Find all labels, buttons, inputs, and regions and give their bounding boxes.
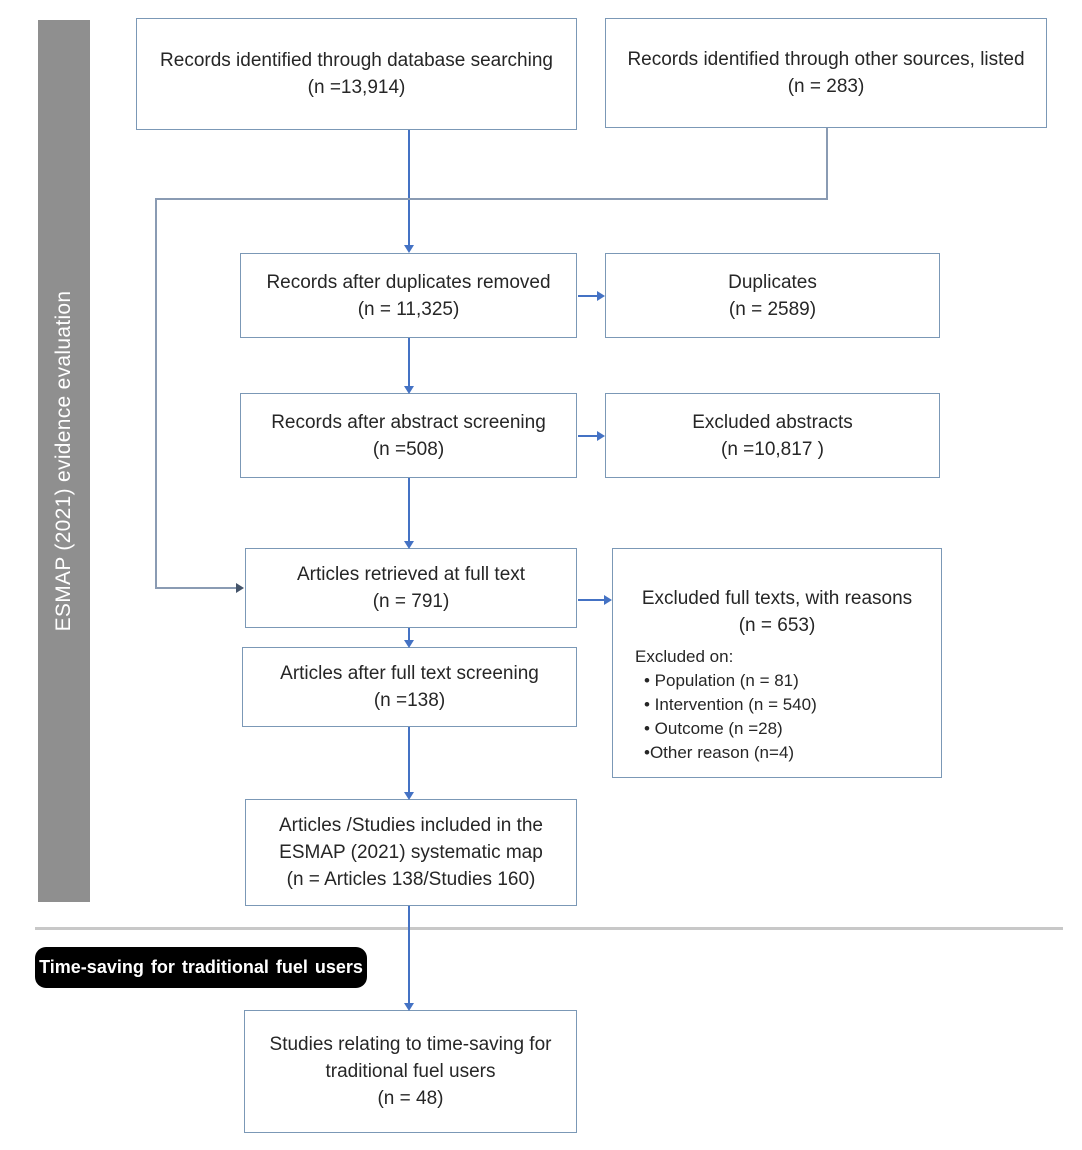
box-text-line: Duplicates: [728, 271, 817, 293]
box-count: (n = 48): [377, 1088, 444, 1109]
box-records-after-abstract-screening: Records after abstract screening (n =508…: [240, 393, 577, 478]
box-count: (n =10,817 ): [721, 438, 824, 460]
evidence-evaluation-sidebar: ESMAP (2021) evidence evaluation: [38, 20, 90, 902]
connector-dupremoved-to-abstract: [408, 338, 410, 387]
section-divider: [35, 927, 1063, 930]
arrowhead-down-icon: [404, 386, 414, 394]
connector-fulltext-to-screening: [408, 628, 410, 641]
box-count: (n = 283): [787, 76, 865, 97]
box-count: (n = Articles 138/Studies 160): [286, 869, 536, 890]
sidebar-rotated-label: ESMAP (2021) evidence evaluation: [52, 290, 75, 632]
box-count: (n = 653): [738, 615, 816, 636]
box-records-database-searching: Records identified through database sear…: [136, 18, 577, 130]
section-label-text: Time-saving for traditional fuel users: [39, 957, 363, 977]
connector-screening-to-map: [408, 727, 410, 793]
box-records-other-sources: Records identified through other sources…: [605, 18, 1047, 128]
box-count: (n =508): [372, 438, 445, 460]
connector-map-to-timesaving: [408, 906, 410, 1004]
box-count: (n = 2589): [728, 298, 817, 320]
box-systematic-map-included: Articles /Studies included in the ESMAP …: [245, 799, 577, 906]
excluded-on-heading: Excluded on:: [635, 647, 734, 666]
arrowhead-down-icon: [404, 245, 414, 253]
arrowhead-down-icon: [404, 640, 414, 648]
box-count: (n =13,914): [307, 77, 406, 98]
box-text-line: Articles retrieved at full text: [296, 564, 526, 585]
box-duplicates: Duplicates (n = 2589): [605, 253, 940, 338]
box-excluded-full-texts: Excluded full texts, with reasons (n = 6…: [612, 548, 942, 778]
box-studies-time-saving: Studies relating to time-saving for trad…: [244, 1010, 577, 1133]
box-text-line: Excluded abstracts: [692, 411, 853, 433]
box-text-line: Articles /Studies included in the: [278, 815, 544, 836]
box-text-line: Records after duplicates removed: [266, 271, 551, 293]
box-articles-retrieved-full-text: Articles retrieved at full text (n = 791…: [245, 548, 577, 628]
arrowhead-right-icon: [236, 583, 244, 593]
excluded-reason-item: • Intervention (n = 540): [644, 695, 817, 714]
box-count: (n =138): [373, 690, 446, 711]
box-text-line: Articles after full text screening: [280, 663, 539, 684]
box-text-line: Studies relating to time-saving for: [269, 1034, 552, 1055]
excluded-reason-item: • Population (n = 81): [644, 671, 799, 690]
box-text-line: Records identified through other sources…: [627, 49, 1025, 70]
arrowhead-down-icon: [404, 541, 414, 549]
box-count: (n = 791): [372, 591, 450, 612]
box-count: (n = 11,325): [357, 298, 460, 320]
box-text-line: Excluded full texts, with reasons: [641, 588, 913, 609]
box-text-line: traditional fuel users: [325, 1061, 496, 1082]
excluded-reasons-list: Excluded on: • Population (n = 81) • Int…: [635, 645, 817, 765]
arrowhead-right-icon: [597, 431, 605, 441]
box-excluded-abstracts: Excluded abstracts (n =10,817 ): [605, 393, 940, 478]
connector-left-to-fulltext: [155, 587, 236, 589]
box-records-after-duplicates-removed: Records after duplicates removed (n = 11…: [240, 253, 577, 338]
arrowhead-right-icon: [597, 291, 605, 301]
connector-left-vertical: [155, 198, 157, 588]
box-text-line: ESMAP (2021) systematic map: [279, 842, 543, 863]
excluded-reason-item: •Other reason (n=4): [644, 743, 795, 762]
connector-dbsearch-to-dupremoved: [408, 130, 410, 247]
connector-abstract-to-fulltext: [408, 478, 410, 542]
arrowhead-right-icon: [604, 595, 612, 605]
box-text-line: Records after abstract screening: [271, 411, 546, 433]
connector-othersources-drop: [826, 128, 828, 199]
connector-to-excluded-fulltexts: [578, 599, 605, 601]
box-articles-after-full-text-screening: Articles after full text screening (n =1…: [242, 647, 577, 727]
connector-othersources-across: [155, 198, 828, 200]
excluded-reason-item: • Outcome (n =28): [644, 719, 783, 738]
connector-to-excluded-abstracts: [578, 435, 598, 437]
connector-to-duplicates: [578, 295, 598, 297]
box-text-line: Records identified through database sear…: [160, 50, 553, 71]
arrowhead-down-icon: [404, 1003, 414, 1011]
section-label-time-saving: Time-saving for traditional fuel users: [35, 947, 367, 988]
arrowhead-down-icon: [404, 792, 414, 800]
